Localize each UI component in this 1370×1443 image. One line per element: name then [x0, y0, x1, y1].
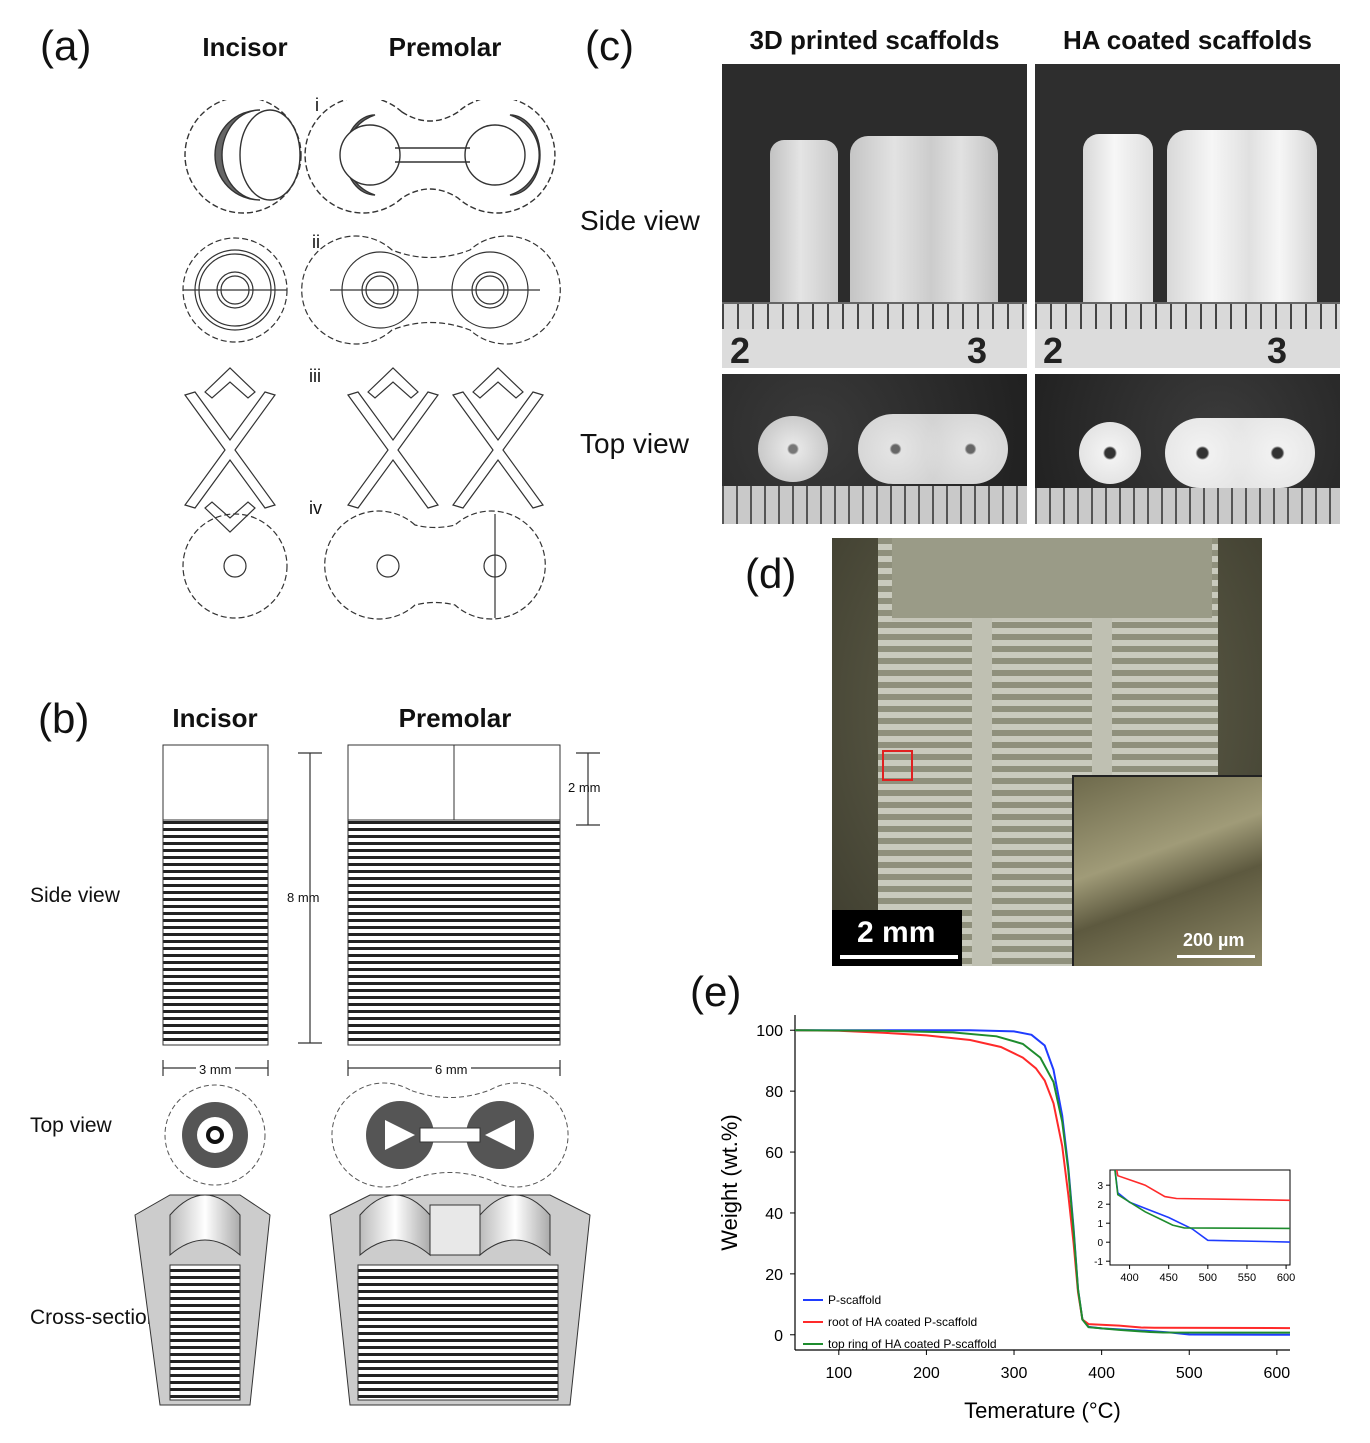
y-tick-label: 40: [765, 1206, 783, 1223]
scaffold-channel: [972, 618, 992, 966]
x-tick-label: 300: [1001, 1365, 1028, 1382]
scale-inset-label: 200 µm: [1183, 930, 1245, 950]
ruler-strip: [722, 329, 1027, 368]
series-line-2: [794, 1029, 1291, 1330]
incisor-ring-i: [184, 100, 302, 214]
ruler-mark-2: 2: [1043, 330, 1064, 368]
dim-3mm-label: 3 mm: [196, 1062, 235, 1077]
inset-series-line-3: [1114, 1170, 1290, 1230]
premolar-lattice-iii-right: [452, 367, 544, 509]
photo-coated-side: 2 3: [1035, 64, 1340, 368]
scale-main-label: 2 mm: [857, 916, 936, 949]
inset-zoom: [1072, 775, 1262, 966]
photo-printed-side: 2 3: [722, 64, 1027, 368]
panel-a-row-iii: iii: [309, 366, 321, 386]
panel-b-side-view-label: Side view: [30, 884, 120, 907]
panel-c-letter: (c): [585, 22, 634, 69]
y-tick-label: 100: [756, 1023, 783, 1040]
scaffold-top-ring: [892, 538, 1212, 621]
panel-a-premolar-heading: Premolar: [388, 32, 502, 62]
premolar-lattice-iii-left: [347, 367, 439, 509]
panel-a-diagrams: [182, 100, 561, 620]
premolar-cross-section: [329, 1194, 591, 1406]
panel-c-printed-heading: 3D printed scaffolds: [749, 25, 1000, 55]
inset-y-tick-label: 1: [1097, 1219, 1103, 1230]
ruler: [722, 486, 1027, 524]
premolar-rings-ii: [301, 235, 561, 345]
premolar-side-view: [347, 744, 561, 1046]
panel-a-letter: (a): [40, 22, 92, 69]
premolar-ring-i: [304, 100, 556, 214]
incisor-rings-ii: [182, 237, 288, 343]
panel-b-cross-section-label: Cross-section: [30, 1306, 159, 1329]
inset-y-tick-label: -1: [1094, 1257, 1103, 1268]
incisor-lattice-iii: [184, 367, 276, 533]
panel-c-top-view-label: Top view: [580, 428, 689, 459]
ruler: [1035, 488, 1340, 524]
x-tick-label: 400: [1088, 1365, 1115, 1382]
inset-x-tick-label: 600: [1277, 1272, 1295, 1284]
legend-label-2: root of HA coated P-scaffold: [828, 1315, 977, 1329]
dim-6mm-label: 6 mm: [432, 1062, 471, 1077]
premolar-top-view: [331, 1082, 569, 1188]
panel-a-row-ii: ii: [312, 232, 320, 252]
ruler-mark-3: 3: [1267, 330, 1288, 368]
scale-inset-bar: [1177, 955, 1255, 958]
photo-printed-top: [722, 374, 1027, 524]
incisor-top-view: [164, 1084, 266, 1186]
inset-frame: [1109, 1169, 1291, 1266]
ruler-mark-3: 3: [967, 330, 988, 368]
y-tick-label: 0: [774, 1328, 783, 1345]
photo-coated-top: [1035, 374, 1340, 524]
panel-b-diagrams: [134, 744, 600, 1406]
zoom-region-box: [882, 750, 913, 781]
panel-a-row-i: i: [315, 95, 319, 115]
inset-x-tick-label: 550: [1238, 1272, 1256, 1284]
incisor-cross-section: [134, 1194, 271, 1406]
panel-b-incisor-heading: Incisor: [172, 703, 258, 733]
y-tick-label: 80: [765, 1084, 783, 1101]
legend-label-3: top ring of HA coated P-scaffold: [828, 1337, 997, 1351]
y-axis-label: Weight (wt.%): [717, 1114, 742, 1251]
inset-y-tick-label: 0: [1097, 1238, 1103, 1249]
panel-b-top-view-label: Top view: [30, 1114, 112, 1137]
inset-y-tick-label: 2: [1097, 1200, 1103, 1211]
y-tick-label: 60: [765, 1145, 783, 1162]
x-tick-label: 500: [1176, 1365, 1203, 1382]
panel-d-letter: (d): [745, 550, 797, 597]
scaffold-premolar-top: [1165, 418, 1315, 488]
panel-e-letter: (e): [690, 968, 742, 1015]
photo-microscope: [832, 538, 1262, 966]
series-line-3: [794, 1029, 1291, 1334]
scaffold-incisor-top: [758, 416, 828, 482]
scaffold-premolar-top: [858, 414, 1008, 484]
ruler-strip: [1035, 329, 1340, 368]
panel-b-letter: (b): [38, 695, 90, 742]
inset-x-tick-label: 450: [1160, 1272, 1178, 1284]
incisor-side-view: [162, 744, 269, 1046]
inset-x-tick-label: 500: [1199, 1272, 1217, 1284]
ruler-mark-2: 2: [730, 330, 751, 368]
inset-x-tick-label: 400: [1120, 1272, 1138, 1284]
scale-main-bar: [840, 955, 958, 959]
premolar-disk-iv: [324, 510, 546, 620]
x-tick-label: 600: [1264, 1365, 1291, 1382]
x-tick-label: 100: [825, 1365, 852, 1382]
panel-a-row-iv: iv: [309, 498, 322, 518]
dim-8mm-label: 8 mm: [287, 890, 320, 905]
incisor-disk-iv: [182, 513, 288, 619]
x-axis-label: Temerature (°C): [964, 1398, 1121, 1423]
dim-2mm-label: 2 mm: [568, 780, 601, 795]
inset-y-tick-label: 3: [1097, 1181, 1103, 1192]
panel-a-incisor-heading: Incisor: [202, 32, 288, 62]
y-tick-label: 20: [765, 1267, 783, 1284]
panel-b-premolar-heading: Premolar: [398, 703, 512, 733]
legend-label-1: P-scaffold: [828, 1293, 881, 1307]
inset-series-line-2: [1115, 1170, 1290, 1202]
x-tick-label: 200: [913, 1365, 940, 1382]
panel-c-coated-heading: HA coated scaffolds: [1063, 25, 1312, 55]
panel-c-side-view-label: Side view: [580, 205, 700, 236]
scaffold-incisor-top: [1079, 422, 1141, 484]
